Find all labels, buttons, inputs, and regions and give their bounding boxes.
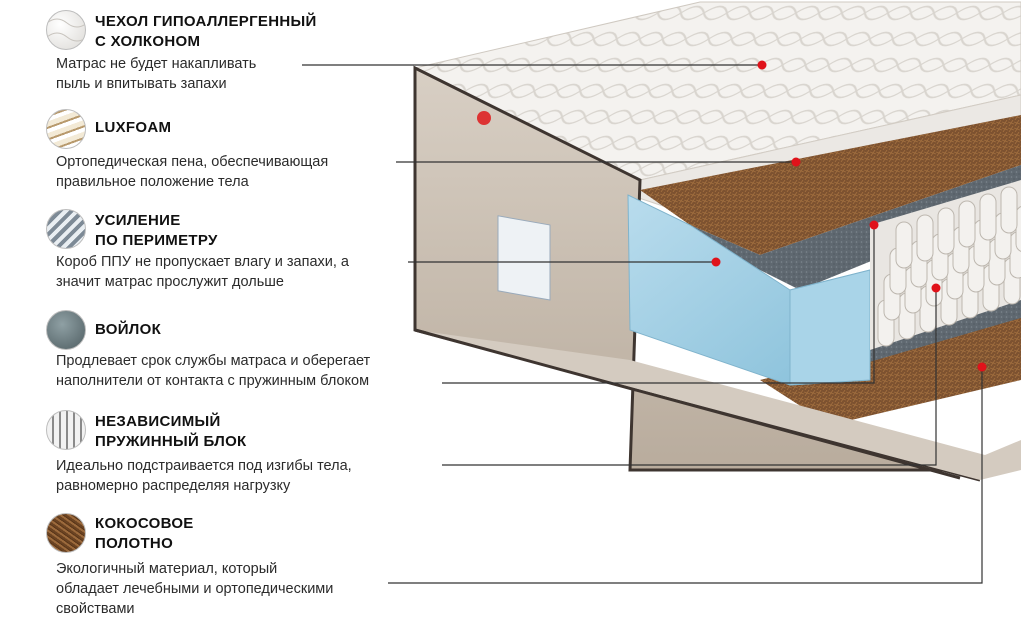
leader-line-coconut — [388, 367, 983, 584]
marker-felt — [869, 220, 879, 230]
spring-coil — [937, 207, 955, 255]
spring-block-icon — [46, 410, 86, 450]
quilted-fabric-icon — [46, 10, 86, 50]
feature-description: Идеально подстраивается под изгибы тела,… — [56, 458, 352, 494]
spring-coil — [895, 221, 913, 269]
marker-luxfoam — [791, 157, 801, 167]
marker-cover — [757, 60, 767, 70]
feature-title: LUXFOAM — [95, 119, 172, 136]
spring-coil — [958, 200, 976, 248]
leader-line-felt — [442, 225, 875, 384]
feature-description: Короб ППУ не пропускает влагу и запахи, … — [56, 254, 349, 290]
leader-line-springs — [442, 288, 937, 466]
spring-coil — [979, 193, 997, 241]
spring-coil — [1000, 186, 1018, 234]
feature-description: Продлевает срок службы матраса и оберега… — [56, 353, 371, 389]
marker-perimeter — [711, 257, 721, 267]
perimeter-frame-icon — [46, 209, 86, 249]
marker-springs — [931, 283, 941, 293]
feature-title: ВОЙЛОК — [95, 321, 162, 338]
marker-coconut — [977, 362, 987, 372]
felt-icon — [46, 310, 86, 350]
coconut-fiber-icon — [46, 513, 86, 553]
spring-coil — [916, 214, 934, 262]
foam-layers-icon — [46, 109, 86, 149]
